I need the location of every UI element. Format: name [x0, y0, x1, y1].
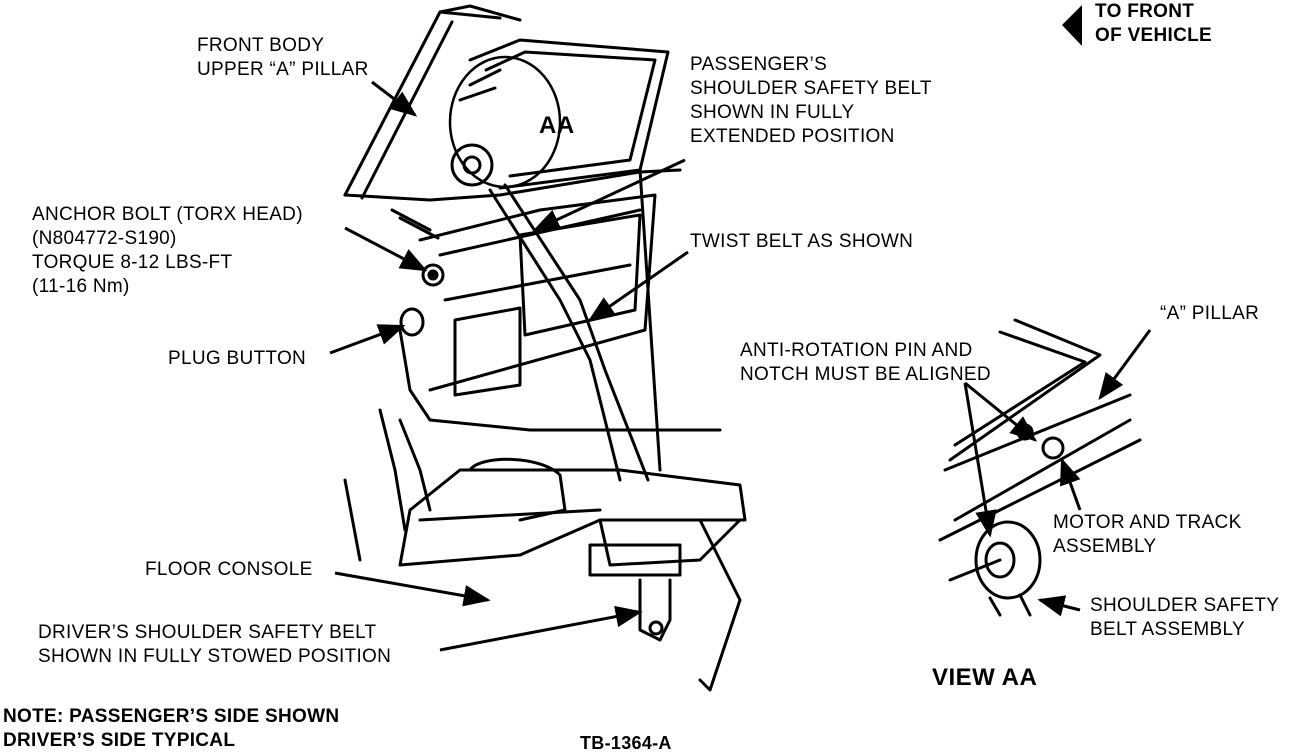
figure-id: TB-1364-A [580, 733, 672, 753]
twist-belt-label: TWIST BELT AS SHOWN [690, 231, 914, 252]
arrow-shoulder-belt-assembly [1037, 595, 1081, 617]
driver-belt-line-1: DRIVER’S SHOULDER SAFETY BELT [38, 622, 377, 643]
to-front-label: TO FRONT OF VEHICLE [1095, 0, 1212, 48]
arrow-driver-belt [439, 605, 643, 652]
arrow-passenger-belt [532, 158, 686, 232]
arrow-front-body-pillar [371, 80, 418, 117]
anchor-bolt-line-4: (11-16 Nm) [32, 276, 130, 297]
arrow-twist-belt [587, 250, 689, 322]
anchor-bolt-label: ANCHOR BOLT (TORX HEAD) (N804772-S190) T… [32, 203, 303, 299]
anti-rotation-label: ANTI-ROTATION PIN AND NOTCH MUST BE ALIG… [740, 339, 991, 387]
passenger-belt-line-2: SHOULDER SAFETY BELT [690, 78, 932, 99]
arrow-plug-button [329, 324, 406, 355]
passenger-belt-line-1: PASSENGER’S [690, 54, 828, 75]
note-line-2: DRIVER’S SIDE TYPICAL [3, 730, 236, 751]
arrow-motor-track [1060, 457, 1082, 511]
shoulder-belt-assembly-label: SHOULDER SAFETY BELT ASSEMBLY [1090, 594, 1279, 642]
shoulder-belt-assembly-line-1: SHOULDER SAFETY [1090, 595, 1280, 616]
plug-button-label: PLUG BUTTON [168, 348, 307, 369]
driver-belt-label: DRIVER’S SHOULDER SAFETY BELT SHOWN IN F… [38, 621, 391, 669]
anchor-bolt-line-3: TORQUE 8-12 LBS-FT [32, 252, 233, 273]
shoulder-belt-assembly-line-2: BELT ASSEMBLY [1090, 619, 1245, 640]
arrow-anti-rotation-notch [963, 382, 997, 538]
motor-track-label: MOTOR AND TRACK ASSEMBLY [1053, 511, 1242, 559]
front-body-pillar-label: FRONT BODY UPPER “A” PILLAR [197, 34, 369, 82]
passenger-belt-label: PASSENGER’S SHOULDER SAFETY BELT SHOWN I… [690, 53, 932, 149]
note-line-1: NOTE: PASSENGER’S SIDE SHOWN [3, 706, 340, 727]
anti-rotation-line-2: NOTCH MUST BE ALIGNED [740, 364, 991, 385]
front-body-pillar-line-2: UPPER “A” PILLAR [197, 59, 369, 80]
arrow-floor-console [334, 571, 491, 607]
motor-track-line-2: ASSEMBLY [1053, 536, 1157, 557]
left-arrow-icon [1062, 5, 1082, 46]
aa-marker: AA [539, 112, 575, 139]
anchor-bolt-line-1: ANCHOR BOLT (TORX HEAD) [32, 204, 303, 225]
car-interior-illustration [343, 4, 747, 692]
anti-rotation-line-1: ANTI-ROTATION PIN AND [740, 340, 973, 361]
floor-console-label: FLOOR CONSOLE [145, 559, 313, 580]
arrow-anti-rotation-pin [964, 381, 1038, 442]
leader-arrows [329, 80, 1152, 652]
to-front-line-1: TO FRONT [1095, 1, 1195, 22]
driver-belt-line-2: SHOWN IN FULLY STOWED POSITION [38, 646, 392, 667]
passenger-belt-line-3: SHOWN IN FULLY [690, 102, 855, 123]
arrow-anchor-bolt [344, 226, 428, 272]
motor-track-line-1: MOTOR AND TRACK [1053, 512, 1242, 533]
passenger-belt-line-4: EXTENDED POSITION [690, 126, 895, 147]
note-label: NOTE: PASSENGER’S SIDE SHOWN DRIVER’S SI… [3, 705, 339, 753]
anchor-bolt-line-2: (N804772-S190) [32, 228, 177, 249]
a-pillar-label: “A” PILLAR [1160, 303, 1260, 324]
view-aa-title: VIEW AA [932, 664, 1038, 691]
to-front-line-2: OF VEHICLE [1095, 25, 1213, 46]
arrow-a-pillar [1098, 329, 1152, 401]
front-body-pillar-line-1: FRONT BODY [197, 35, 325, 56]
